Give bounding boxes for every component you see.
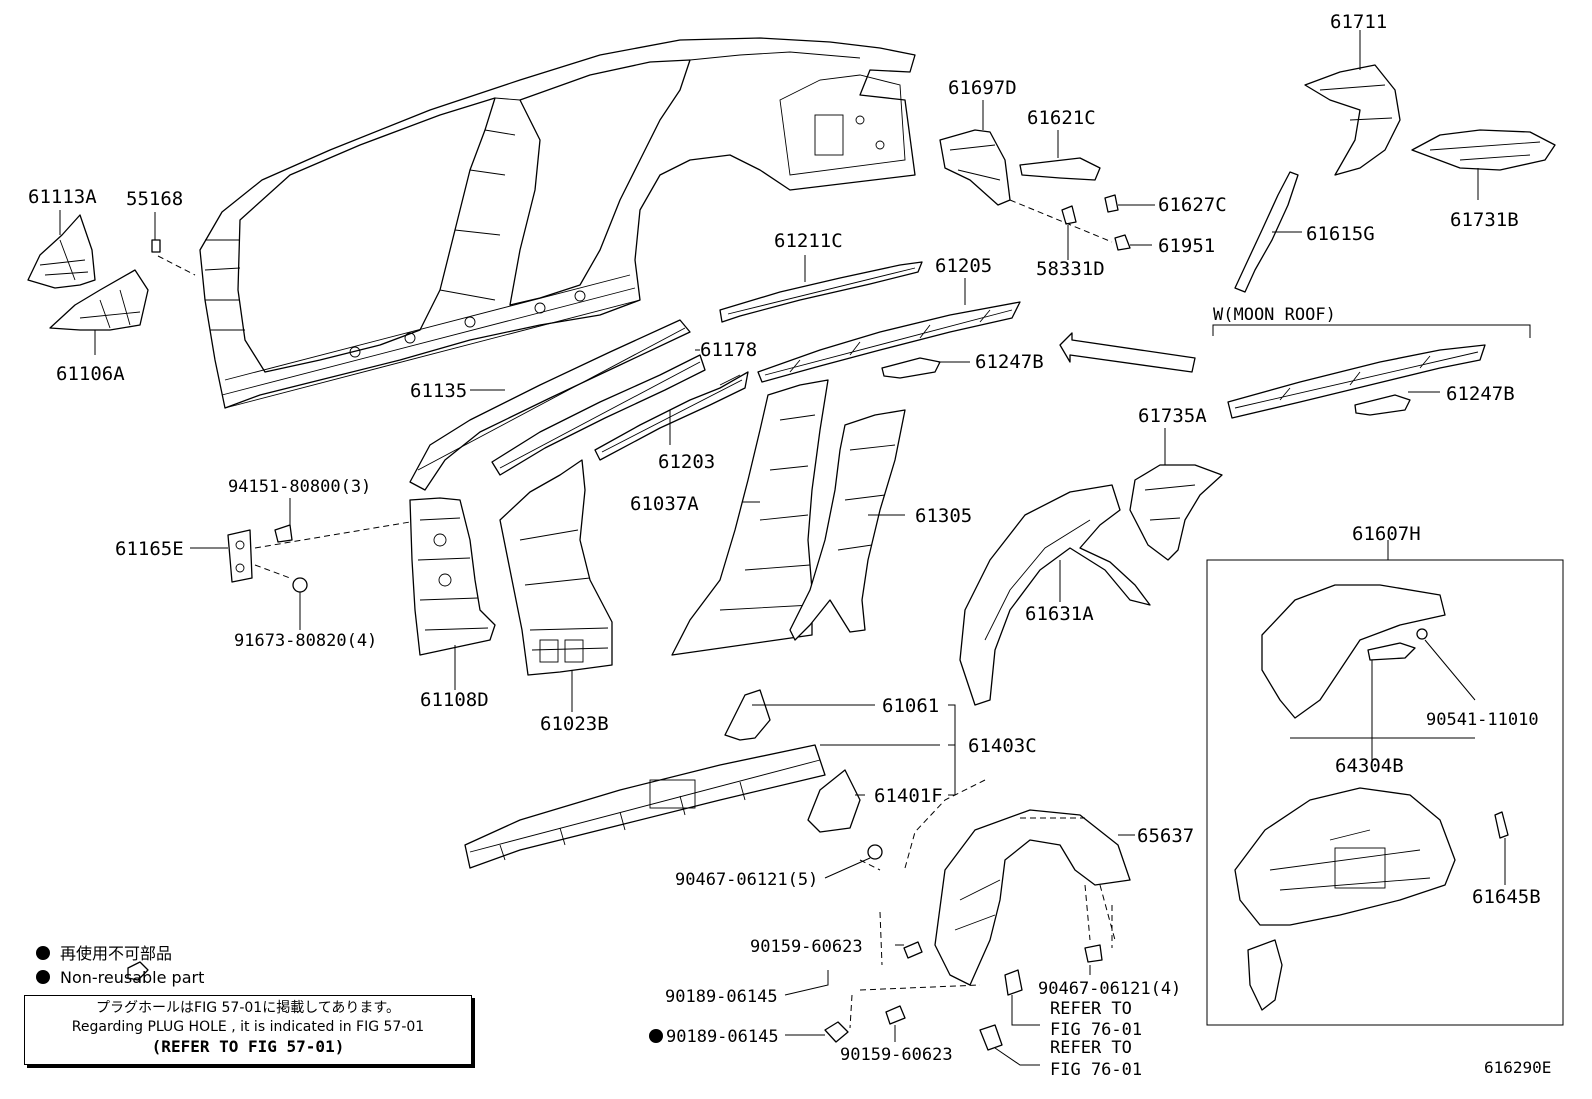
label-61113A: 61113A (28, 186, 97, 208)
label-61627C: 61627C (1158, 194, 1227, 216)
label-refer-b2: FIG 76-01 (1050, 1060, 1142, 1080)
label-61631A: 61631A (1025, 603, 1094, 625)
label-moonroof: W(MOON ROOF) (1213, 305, 1336, 325)
label-61735A: 61735A (1138, 405, 1207, 427)
label-61135: 61135 (410, 380, 467, 402)
label-61621C: 61621C (1027, 107, 1096, 129)
label-61247B-a: 61247B (975, 351, 1044, 373)
part-61106A-shape (49, 269, 149, 331)
body-side-outer-panel (199, 37, 916, 409)
non-reusable-marker (649, 1029, 663, 1043)
bracket-61401F (807, 769, 861, 833)
label-61731B: 61731B (1450, 209, 1519, 231)
hinge-61165E (227, 521, 411, 593)
legend-jp-text: 再使用不可部品 (60, 944, 172, 963)
roof-rail-61211C (719, 261, 923, 323)
label-61403C: 61403C (968, 735, 1037, 757)
plug-hole-note: プラグホールはFIG 57-01に掲載してあります。 Regarding PLU… (24, 995, 472, 1065)
part-61113A-shape (27, 214, 96, 289)
label-94151-80800: 94151-80800(3) (228, 477, 371, 497)
part-61697D-shape (939, 129, 1011, 206)
leader-lines (59, 30, 1506, 1066)
label-90467-06121-5: 90467-06121(5) (675, 870, 818, 890)
label-61607H: 61607H (1352, 523, 1421, 545)
label-55168: 55168 (126, 188, 183, 210)
pillar-61037A (671, 379, 829, 656)
roof-brace-61247B-a (881, 357, 941, 379)
label-61211C: 61211C (774, 230, 843, 252)
rail-61203 (594, 371, 749, 461)
pillar-61108D (409, 497, 496, 656)
rail-61178 (491, 354, 706, 476)
legend-dot-jp (36, 946, 50, 960)
label-61178: 61178 (700, 339, 757, 361)
label-61305: 61305 (915, 505, 972, 527)
label-61037A: 61037A (630, 493, 699, 515)
wheelhouse-61735A (1129, 464, 1223, 561)
label-refer-b1: REFER TO (1050, 1038, 1132, 1058)
label-61697D: 61697D (948, 77, 1017, 99)
label-58331D: 58331D (1036, 258, 1105, 280)
label-61061: 61061 (882, 695, 939, 717)
pillar-61305 (789, 409, 906, 641)
rocker-61403C (464, 744, 826, 869)
part-61951-shape (1114, 234, 1131, 251)
part-labels: 61711 61697D 61621C 61627C 61951 58331D … (28, 11, 1541, 1080)
part-61621C-shape (1019, 157, 1101, 181)
label-64304B: 64304B (1335, 755, 1404, 777)
pillar-61023B (499, 459, 613, 676)
part-61731B-shape (1411, 129, 1556, 171)
roof-rail-moonroof (1227, 344, 1486, 419)
legend-dot-en (36, 970, 50, 984)
label-91673-80820: 91673-80820(4) (234, 631, 377, 651)
part-61711-shape (1304, 64, 1401, 176)
part-58331D-shape (1009, 199, 1113, 243)
group-box-61607H (1206, 540, 1564, 1026)
part-61615G-shape (1234, 171, 1299, 293)
label-90467-06121-4: 90467-06121(4) (1038, 979, 1181, 999)
label-61615G: 61615G (1306, 223, 1375, 245)
label-90541-11010: 90541-11010 (1426, 710, 1539, 730)
bracket-61061 (724, 689, 771, 741)
wheelhouse-61631A (959, 484, 1151, 706)
label-61106A: 61106A (56, 363, 125, 385)
label-90189-06145-b: 90189-06145 (666, 1027, 779, 1047)
label-61645B: 61645B (1472, 886, 1541, 908)
roof-brace-61247B-b (1354, 394, 1411, 416)
legend-en-text: Non-reusable part (60, 968, 204, 987)
label-61165E: 61165E (115, 538, 184, 560)
fasteners (127, 844, 1113, 1051)
rail-61135 (409, 319, 691, 491)
label-61205: 61205 (935, 255, 992, 277)
label-61023B: 61023B (540, 713, 609, 735)
roof-rail-61205 (757, 301, 1021, 383)
label-65637: 65637 (1137, 825, 1194, 847)
arrow-moonroof (1059, 332, 1196, 373)
label-61951: 61951 (1158, 235, 1215, 257)
note-reference: (REFER TO FIG 57-01) (151, 1037, 345, 1056)
label-61203: 61203 (658, 451, 715, 473)
label-90159-60623-b: 90159-60623 (840, 1045, 953, 1065)
moonroof-bracket (1212, 324, 1531, 338)
part-55168-clip (151, 239, 196, 276)
label-90189-06145-a: 90189-06145 (665, 987, 778, 1007)
part-61627C-shape (1104, 194, 1119, 213)
figure-code: 616290E (1484, 1058, 1552, 1077)
label-refer-a2: FIG 76-01 (1050, 1020, 1142, 1040)
label-61108D: 61108D (420, 689, 489, 711)
label-61247B-b: 61247B (1446, 383, 1515, 405)
legend: 再使用不可部品 Non-reusable part (36, 944, 204, 987)
note-line-jp: プラグホールはFIG 57-01に掲載してあります。 (96, 1000, 400, 1016)
label-refer-a1: REFER TO (1050, 999, 1132, 1019)
note-line-en: Regarding PLUG HOLE , it is indicated in… (71, 1019, 425, 1035)
label-61401F: 61401F (874, 785, 943, 807)
label-61711: 61711 (1330, 11, 1387, 33)
label-90159-60623-a: 90159-60623 (750, 937, 863, 957)
fender-liner-65637 (859, 779, 1131, 991)
